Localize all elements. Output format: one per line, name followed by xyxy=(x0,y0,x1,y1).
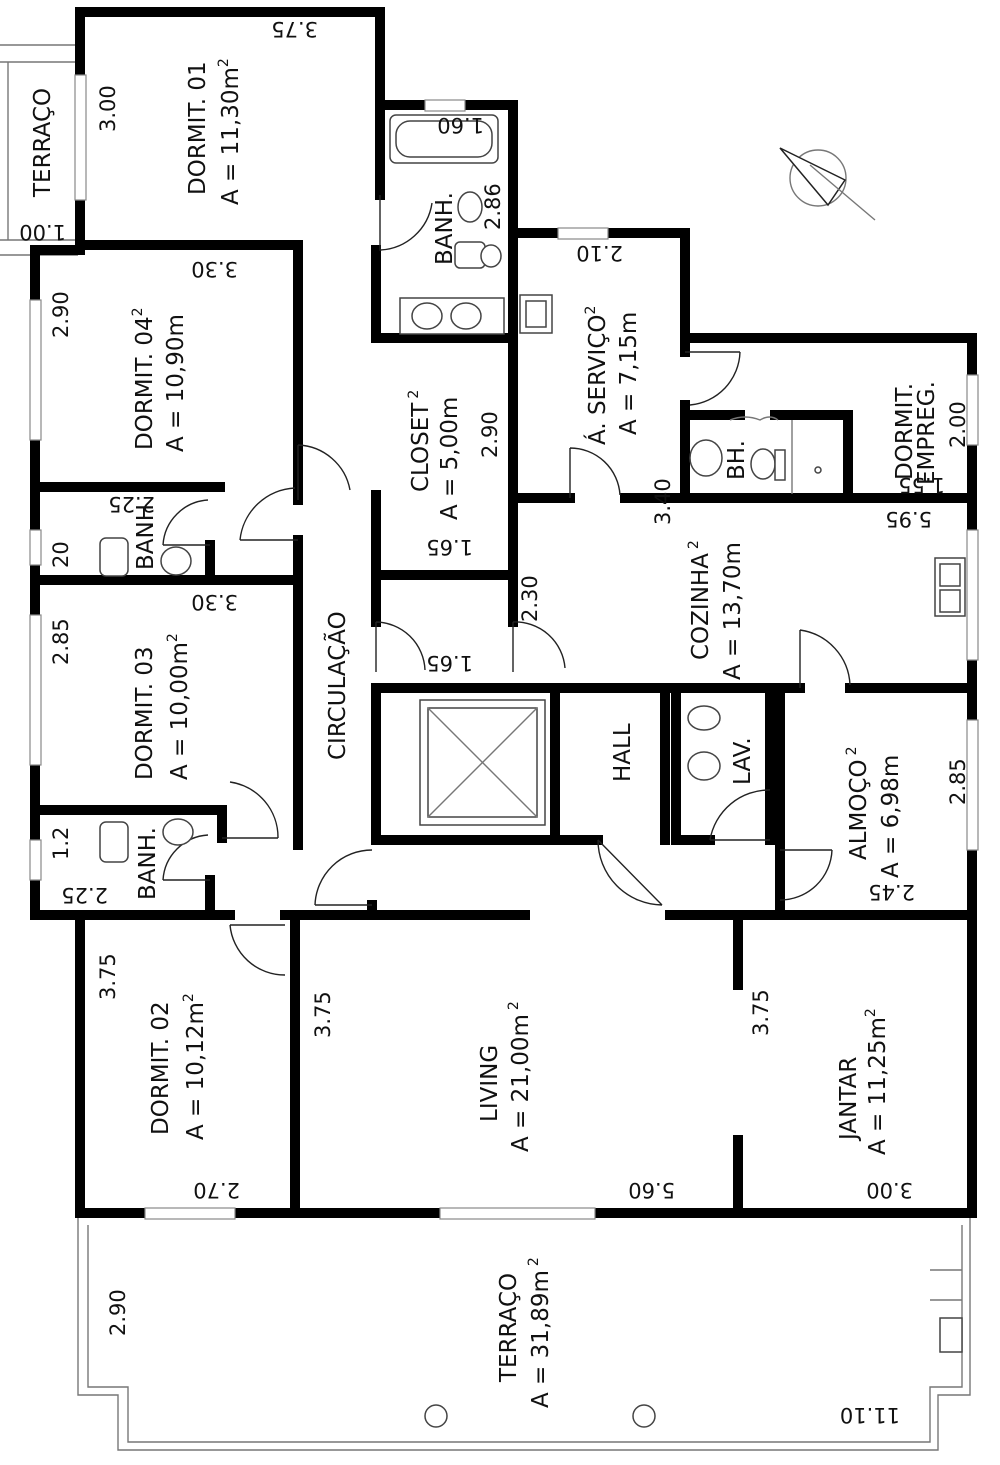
room-labels: DORMIT. 01 A = 11,30m2 BANH. DORMIT. 042… xyxy=(30,58,940,1408)
kitchen-sink-icon xyxy=(934,557,966,617)
dim-330-a: 3.30 xyxy=(191,257,238,281)
label-dormit03: DORMIT. 03 xyxy=(132,646,158,780)
dim-245: 2.45 xyxy=(868,880,915,904)
label-area-servico: Á. SERVIÇO2 xyxy=(583,306,611,445)
dim-300-jantar: 3.00 xyxy=(866,1178,913,1202)
walls xyxy=(30,7,977,1218)
label-jantar: JANTAR xyxy=(836,1057,862,1142)
label-banh-mid: BANH xyxy=(133,504,159,570)
label-lav: LAV. xyxy=(730,737,756,785)
bh-fixtures-icon xyxy=(689,416,822,494)
lav-fixtures-icon xyxy=(687,705,721,781)
area-cozinha: A = 13,70m xyxy=(720,542,746,680)
label-banh-low: BANH. xyxy=(135,827,161,900)
area-almoco: A = 6,98m xyxy=(878,755,904,878)
area-dormit03: A = 10,00m2 xyxy=(165,633,193,780)
dim-155: 1.55 xyxy=(898,473,945,497)
dimension-labels: 3.75 1.60 1.00 2.10 3.30 2.25 1.55 5.95 … xyxy=(19,17,970,1427)
dim-285-a: 2.85 xyxy=(49,618,73,665)
label-banh-top: BANH. xyxy=(432,192,458,265)
dim-375-living: 3.75 xyxy=(311,991,335,1038)
doors xyxy=(162,195,851,976)
dim-165-b: 1.65 xyxy=(426,651,473,675)
north-arrow-icon xyxy=(779,147,876,221)
dim-1110: 11.10 xyxy=(840,1403,900,1427)
toilet-icon xyxy=(454,191,502,269)
dim-160: 1.60 xyxy=(437,113,484,137)
dim-560: 5.60 xyxy=(628,1178,675,1202)
dim-300-left: 3.00 xyxy=(96,85,120,132)
terrace-outline xyxy=(77,1217,971,1451)
area-area-servico: A = 7,15m xyxy=(616,312,642,435)
area-terraco: A = 31,89m2 xyxy=(526,1257,554,1408)
dim-200: 2.00 xyxy=(946,401,970,448)
dim-225-a: 2.25 xyxy=(108,492,155,516)
dim-210: 2.10 xyxy=(576,241,623,265)
dim-285-b: 2.85 xyxy=(946,758,970,805)
label-dormit02: DORMIT. 02 xyxy=(148,1001,174,1135)
dim-330-b: 3.30 xyxy=(191,590,238,614)
label-terraco-small: TERRAÇO xyxy=(30,88,56,198)
dim-225-b: 2.25 xyxy=(61,883,108,907)
dim-286: 2.86 xyxy=(481,183,505,230)
area-dormit04: A = 10,90m xyxy=(163,314,189,452)
label-living: LIVING xyxy=(477,1045,503,1122)
label-dormit01: DORMIT. 01 xyxy=(185,61,211,195)
dim-340: 3.40 xyxy=(651,478,675,525)
dim-290-terraco: 2.90 xyxy=(106,1289,130,1336)
area-jantar: A = 11,25m2 xyxy=(863,1008,891,1155)
dim-20: 20 xyxy=(49,541,73,568)
label-circulacao: CIRCULAÇÃO xyxy=(323,611,351,760)
elevator-icon xyxy=(419,699,546,826)
label-closet: CLOSET2 xyxy=(406,390,434,492)
area-closet: A = 5,00m xyxy=(437,397,463,520)
dim-595: 5.95 xyxy=(885,507,932,531)
label-bh: BH. xyxy=(724,440,750,480)
dim-290-a: 2.90 xyxy=(49,291,73,338)
dim-375-jantar: 3.75 xyxy=(749,989,773,1036)
double-sink-icon xyxy=(399,297,505,335)
dim-270: 2.70 xyxy=(193,1178,240,1202)
label-hall: HALL xyxy=(610,723,636,782)
area-dormit01: A = 11,30m2 xyxy=(216,58,244,205)
dim-375-dormit02: 3.75 xyxy=(96,953,120,1000)
area-dormit02: A = 10,12m2 xyxy=(181,993,209,1140)
dim-165-a: 1.65 xyxy=(426,535,473,559)
label-cozinha: COZINHA2 xyxy=(686,540,714,660)
dim-12: 1.2 xyxy=(49,827,73,860)
banh-fixtures-icon xyxy=(99,537,194,863)
dim-230: 2.30 xyxy=(518,575,542,622)
bathtub-icon xyxy=(389,114,499,164)
label-dormit-empreg: DORMIT. xyxy=(892,383,918,480)
small-terrace-outline xyxy=(0,44,78,256)
laundry-sink-icon xyxy=(519,294,553,334)
dim-290-closet: 2.90 xyxy=(478,411,502,458)
label-almoco: ALMOÇO2 xyxy=(844,746,872,860)
windows xyxy=(29,74,979,1220)
dim-100: 1.00 xyxy=(19,220,66,244)
label-terraco: TERRAÇO xyxy=(496,1273,522,1383)
label-dormit-empreg-2: EMPREG. xyxy=(914,381,940,485)
label-dormit04: DORMIT. 042 xyxy=(130,307,158,450)
dim-375-top: 3.75 xyxy=(271,17,318,41)
area-living: A = 21,00m2 xyxy=(506,1001,534,1152)
